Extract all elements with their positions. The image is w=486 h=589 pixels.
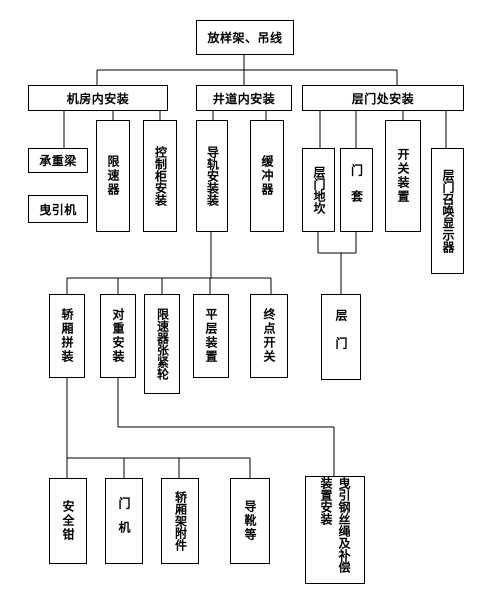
node-guide-rail: 导轨安装装	[196, 120, 228, 232]
node-limiter-tensioner: 限速器张紧轮	[144, 294, 180, 394]
node-landing-sill: 层门地坎	[302, 148, 335, 232]
node-landing-door: 层门	[321, 294, 361, 380]
node-rope-compensation: 曳引钢丝绳及补偿装置安装	[305, 476, 365, 584]
node-control-cabinet: 控制柜安装	[143, 120, 177, 232]
node-car-frame-parts: 轿厢架附件	[161, 478, 199, 564]
node-traction-machine: 曳引机	[28, 195, 88, 223]
node-shaft: 井道内安装	[196, 85, 292, 111]
node-buffer: 缓冲器	[250, 120, 284, 232]
node-bearing-beam: 承重梁	[28, 148, 88, 173]
node-call-indicator: 层门召唤显示器	[431, 148, 464, 274]
node-limit-switch: 终点开关	[250, 294, 288, 378]
node-guide-shoe: 导靴等	[230, 478, 270, 564]
node-safety-gear: 安全钳	[49, 478, 87, 564]
node-counterweight: 对重安装	[100, 294, 136, 378]
node-door-frame: 门套	[340, 148, 373, 232]
root-node: 放样架、吊线	[196, 20, 294, 55]
node-switch-device: 开关装置	[385, 120, 421, 232]
node-car-assembly: 轿厢拼装	[49, 294, 85, 378]
node-leveling-device: 平层装置	[193, 294, 229, 378]
node-speed-limiter: 限速器	[96, 120, 130, 232]
node-machine-room: 机房内安装	[28, 85, 168, 111]
node-door-machine: 门机	[105, 478, 143, 564]
node-landing: 层门处安装	[302, 85, 464, 111]
